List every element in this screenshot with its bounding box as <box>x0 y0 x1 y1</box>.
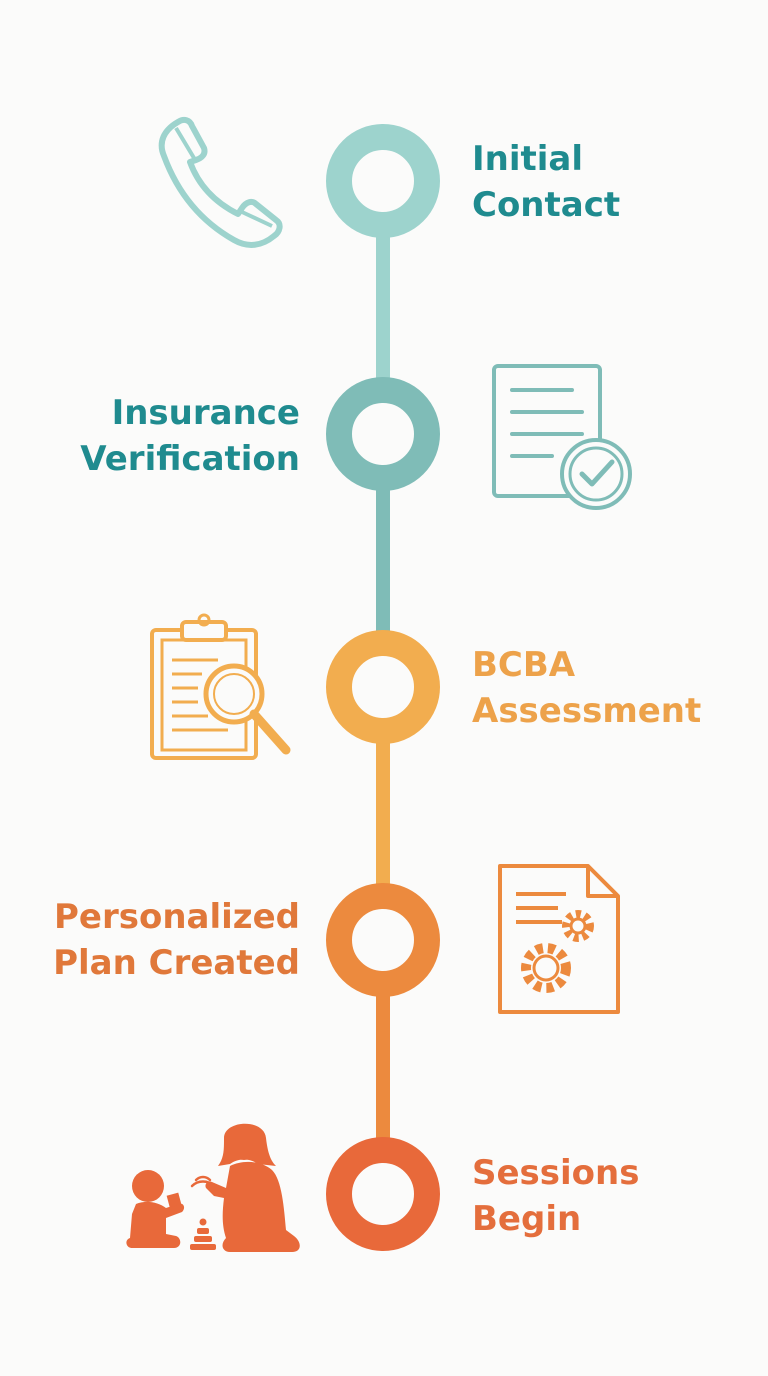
step-label-line2: Begin <box>472 1199 582 1239</box>
connector-3-4 <box>376 738 390 896</box>
connector-1-2 <box>376 232 390 390</box>
step-label-insurance-verification: Insurance Verification <box>80 390 300 482</box>
step-label-line1: BCBA <box>472 645 576 685</box>
step-label-line1: Sessions <box>472 1153 640 1193</box>
step-label-line2: Contact <box>472 185 621 225</box>
step-label-line1: Initial <box>472 139 584 179</box>
step-label-line2: Assessment <box>472 691 702 731</box>
step-label-line2: Verification <box>80 439 300 479</box>
connector-4-5 <box>376 990 390 1148</box>
step-label-line2: Plan Created <box>53 943 300 983</box>
clipboard-search-icon <box>148 612 298 762</box>
step-label-sessions-begin: Sessions Begin <box>472 1150 639 1242</box>
step-label-initial-contact: Initial Contact <box>472 136 620 228</box>
step-node-sessions-begin <box>326 1137 440 1251</box>
document-check-icon <box>490 362 640 512</box>
step-label-personalized-plan: Personalized Plan Created <box>53 894 300 986</box>
phone-icon <box>150 112 290 252</box>
connector-2-3 <box>376 484 390 642</box>
step-node-insurance-verification <box>326 377 440 491</box>
step-label-bcba-assessment: BCBA Assessment <box>472 642 701 734</box>
document-gears-icon <box>496 862 626 1017</box>
adult-child-play-icon <box>126 1118 306 1263</box>
step-label-line1: Personalized <box>54 897 300 937</box>
step-node-bcba-assessment <box>326 630 440 744</box>
step-node-initial-contact <box>326 124 440 238</box>
step-node-personalized-plan <box>326 883 440 997</box>
step-label-line1: Insurance <box>111 393 300 433</box>
